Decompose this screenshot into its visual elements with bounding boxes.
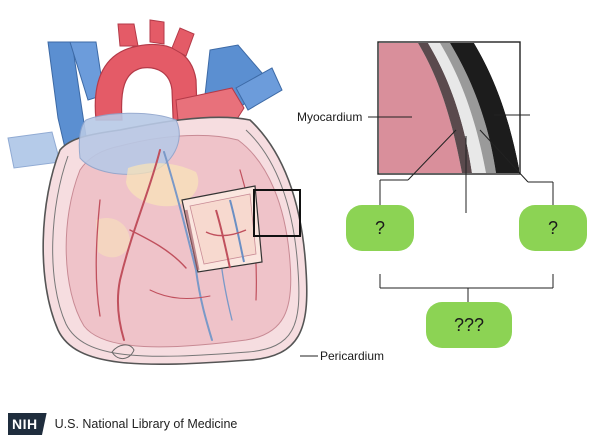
quiz-box-left[interactable]: ? xyxy=(346,205,414,251)
myocardium-label: Myocardium xyxy=(297,110,362,124)
heart-illustration xyxy=(7,19,308,366)
coronary-vessels xyxy=(95,149,257,341)
zoom-source-box xyxy=(253,189,301,237)
zoomed-wall-section xyxy=(377,41,521,175)
visceral-layer xyxy=(428,43,486,173)
cutaway-window xyxy=(181,185,263,273)
fat-patch-mid xyxy=(96,218,130,258)
aortic-branches xyxy=(117,19,195,57)
fat-patch-top xyxy=(126,163,199,207)
myocardium-layer xyxy=(379,43,462,173)
fibrous-layer xyxy=(450,43,519,173)
quiz-box-bottom-text: ??? xyxy=(454,315,484,335)
pericardial-cavity xyxy=(440,43,496,173)
footer: NIH U.S. National Library of Medicine xyxy=(8,411,237,437)
quiz-box-left-text: ? xyxy=(375,218,385,238)
quiz-box-right-text: ? xyxy=(548,218,558,238)
pericardium-inner-line xyxy=(52,129,300,357)
quiz-box-right[interactable]: ? xyxy=(519,205,587,251)
left-pulmonary-vein xyxy=(7,131,61,169)
pulmonary-vein-branch xyxy=(235,67,283,111)
quiz-box-bottom[interactable]: ??? xyxy=(426,302,512,348)
leader-lines xyxy=(300,114,554,357)
nih-logo: NIH xyxy=(8,413,47,435)
apex-detail xyxy=(111,344,135,359)
pericardium-label: Pericardium xyxy=(320,349,384,363)
inner-dark-line xyxy=(418,43,472,173)
organization-name: U.S. National Library of Medicine xyxy=(54,417,238,431)
